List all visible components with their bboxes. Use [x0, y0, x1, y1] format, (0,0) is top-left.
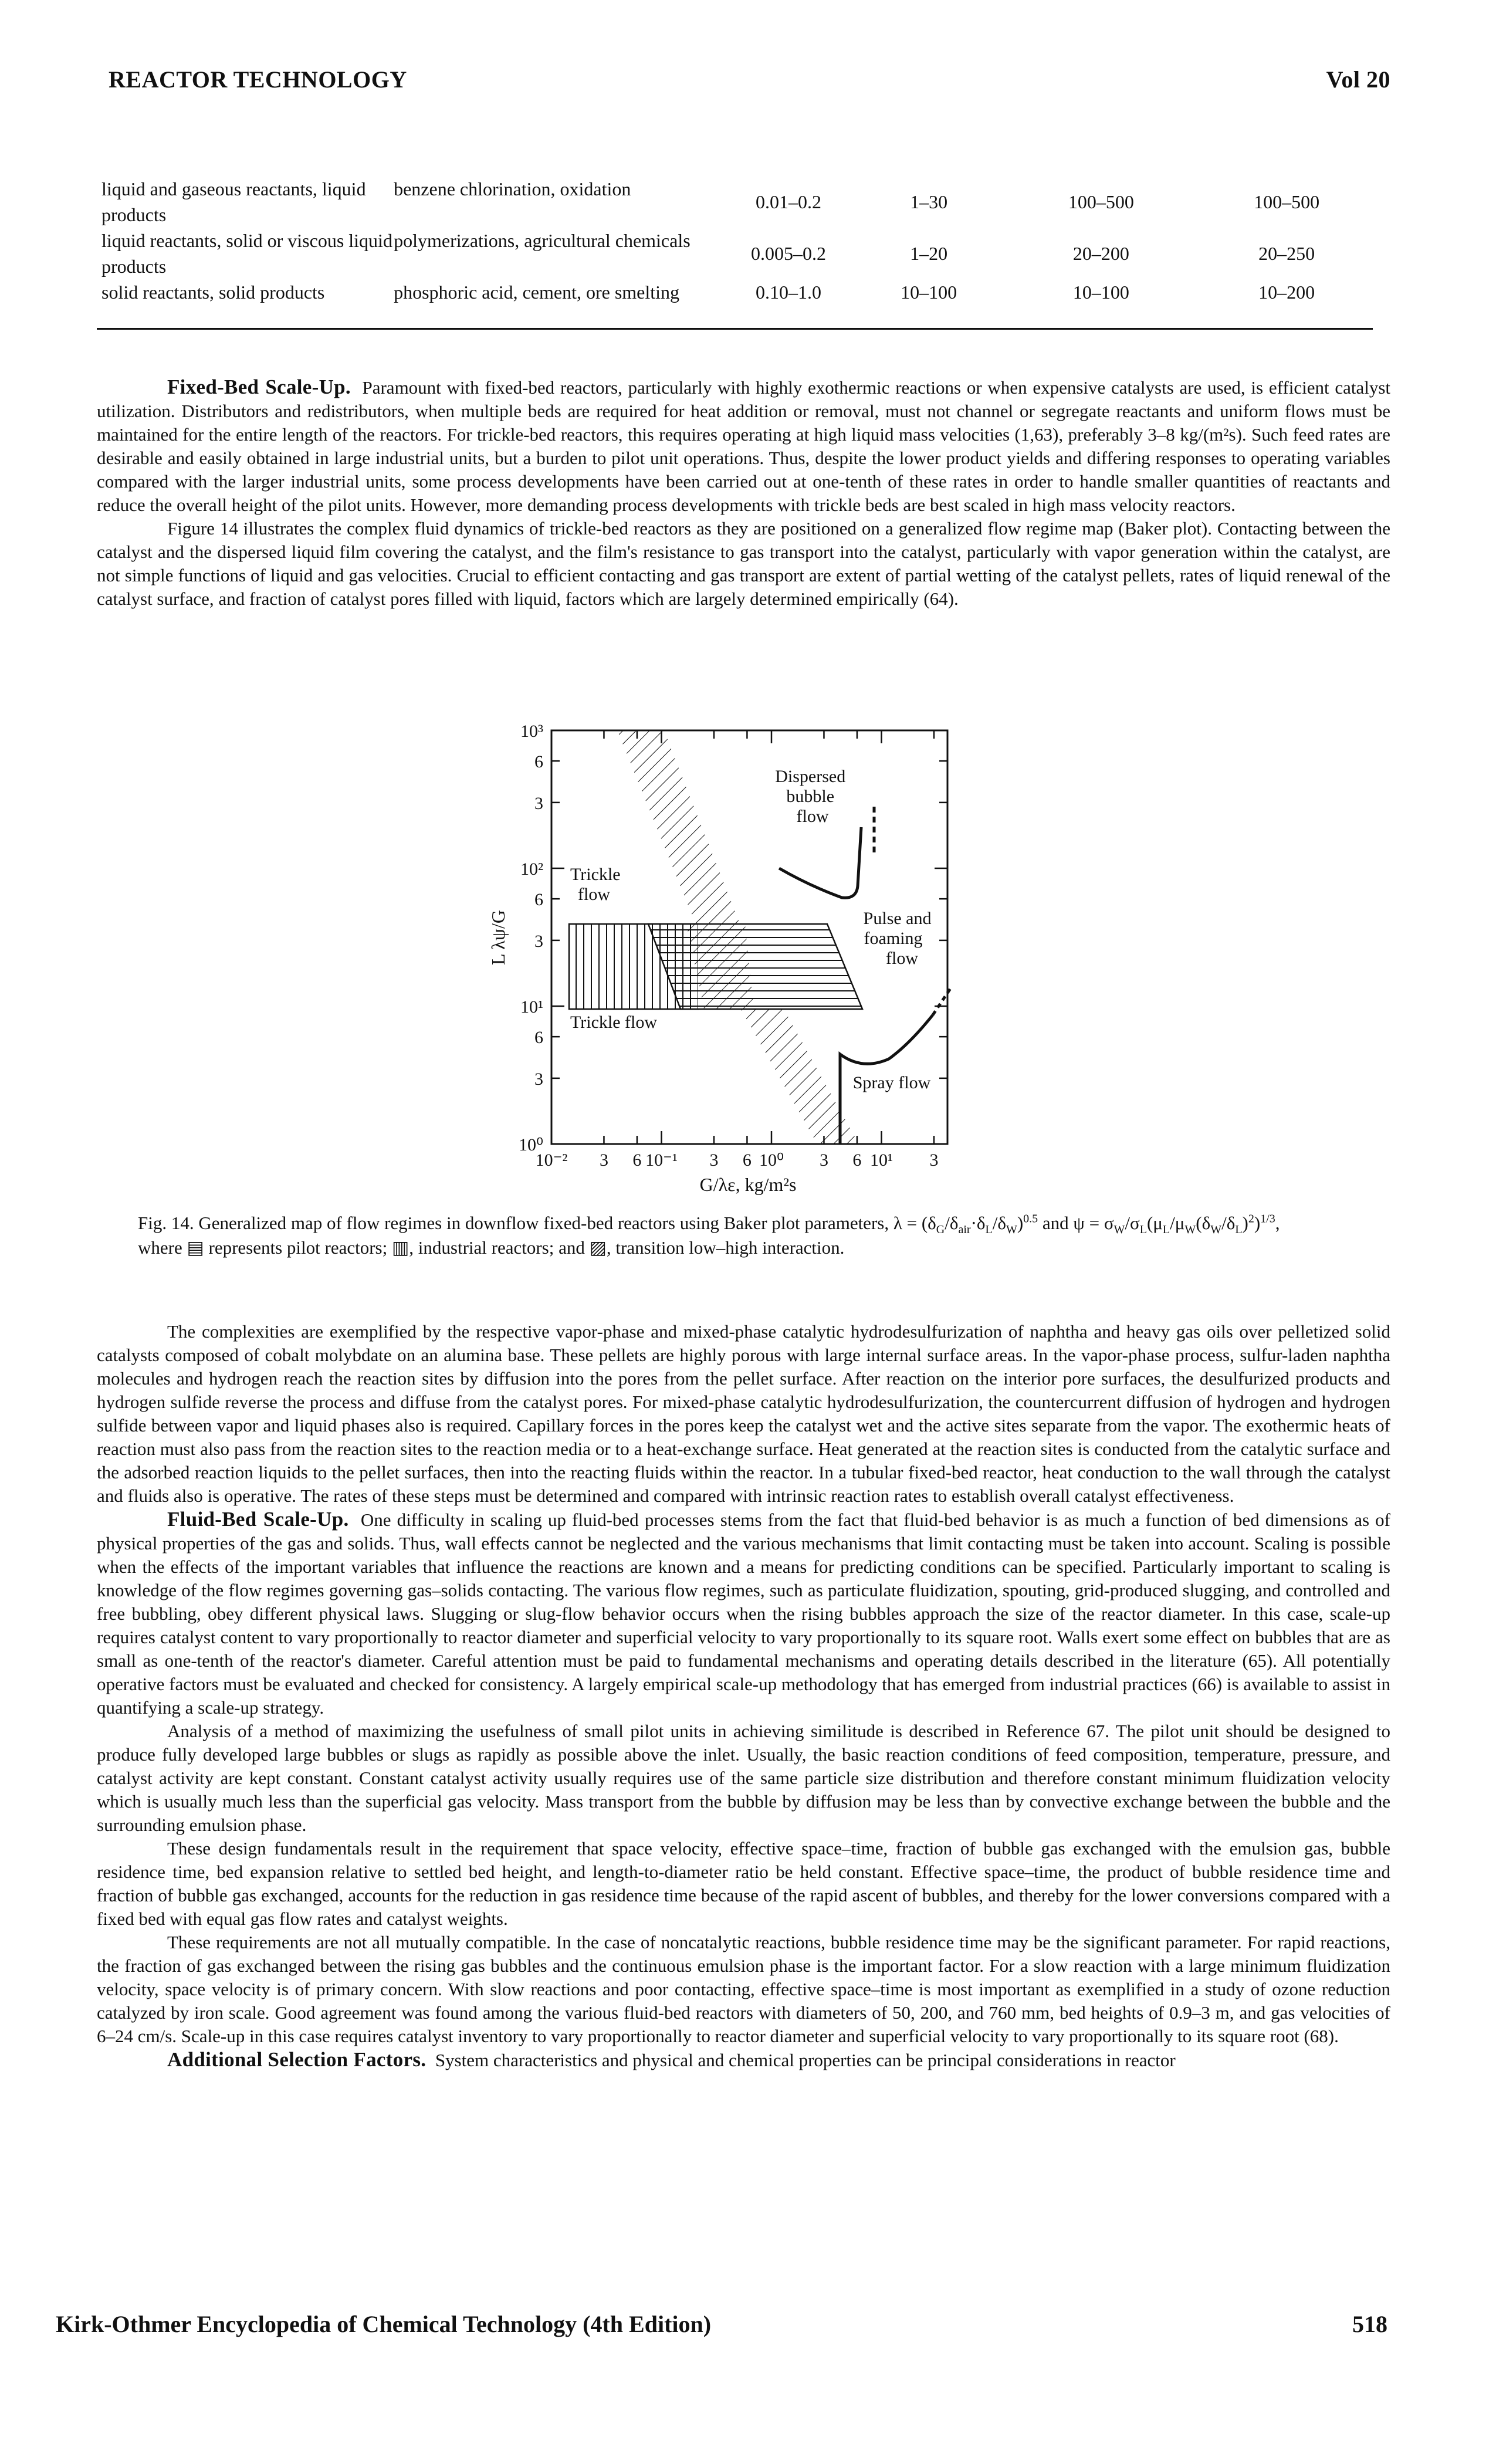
table-cell: 100–500: [1068, 191, 1134, 212]
table-cell: 10–100: [901, 282, 957, 303]
plot-frame: [550, 729, 949, 1145]
running-header-title: REACTOR TECHNOLOGY: [109, 66, 407, 93]
table-row: liquid reactants, solid or viscous liqui…: [97, 228, 1373, 279]
y-tick-label: 3: [534, 794, 543, 813]
caption-text: Fig. 14. Generalized map of flow regimes…: [138, 1213, 936, 1233]
dispersed-bubble-boundary: [778, 827, 863, 899]
paragraph: Fixed-Bed Scale-Up. Paramount with fixed…: [97, 375, 1390, 517]
x-tick-label: 3: [600, 1150, 608, 1170]
caption-text: , where ▤ represents pilot reactors; ▥, …: [138, 1213, 1280, 1258]
table-row: liquid and gaseous reactants, liquid pro…: [97, 176, 1373, 228]
x-tick-label: 3: [929, 1150, 938, 1170]
table-cell: 1–30: [910, 191, 948, 212]
paragraph-text: Paramount with fixed-bed reactors, parti…: [97, 377, 1390, 515]
y-axis-label: L λψ/G: [488, 910, 509, 965]
table-cell: phosphoric acid, cement, ore smelting: [394, 282, 680, 303]
x-tick-label: 6: [852, 1150, 861, 1170]
y-tick-label: 10²: [520, 859, 543, 879]
spray-flow-boundary-dashed: [931, 987, 952, 1016]
y-tick-label: 10³: [520, 722, 543, 741]
y-tick-label: 3: [534, 932, 543, 951]
table-cell: 10–100: [1072, 282, 1129, 303]
flow-regime-map: Dispersed bubble flow Trickle flow Pulse…: [488, 722, 952, 1195]
x-tick-label: 6: [632, 1150, 641, 1170]
y-tick-label: 10⁰: [519, 1135, 543, 1155]
running-header-volume: Vol 20: [1326, 66, 1390, 93]
table-cell: 0.10–1.0: [755, 282, 821, 303]
table-cell: polymerizations, agricultural chemicals: [394, 230, 691, 251]
x-tick-label: 10⁰: [759, 1150, 784, 1170]
table-cell: 100–500: [1254, 191, 1320, 212]
table-cell: 0.005–0.2: [750, 243, 826, 264]
y-tick-label: 6: [534, 752, 543, 771]
section-heading-fixed-bed: Fixed-Bed Scale-Up.: [167, 375, 351, 398]
y-tick-label: 6: [534, 1028, 543, 1047]
table-cell: benzene chlorination, oxidation: [394, 178, 631, 199]
paragraph: These design fundamentals result in the …: [97, 1838, 1390, 1929]
x-tick-label: 6: [743, 1150, 752, 1170]
spray-flow-boundary: [838, 1014, 934, 1144]
footer-publication: Kirk-Othmer Encyclopedia of Chemical Tec…: [56, 2311, 712, 2337]
y-tick-labels: 10³ 6 3 10² 6 3 10¹ 6 3 10⁰: [519, 722, 543, 1155]
table-cell: 1–20: [910, 243, 948, 264]
paragraph: Analysis of a method of maximizing the u…: [97, 1721, 1390, 1835]
section-heading-additional: Additional Selection Factors.: [167, 2048, 427, 2071]
table-row: solid reactants, solid products phosphor…: [97, 279, 1373, 305]
region-label-trickle-flow-upper: Trickle flow: [570, 865, 625, 904]
x-tick-label: 10⁻¹: [645, 1150, 678, 1170]
table-cell: liquid reactants, solid or viscous liqui…: [101, 230, 392, 277]
x-axis-label: G/λε, kg/m²s: [700, 1174, 797, 1195]
y-tick-label: 3: [534, 1069, 543, 1089]
region-label-pulse-foaming: Pulse and foaming flow: [864, 909, 936, 968]
paragraph: These requirements are not all mutually …: [97, 1932, 1390, 2046]
paragraph: Fluid-Bed Scale-Up. One difficulty in sc…: [97, 1508, 1390, 1720]
x-tick-label: 10¹: [870, 1150, 893, 1170]
continuation-table: liquid and gaseous reactants, liquid pro…: [97, 176, 1373, 305]
x-tick-marks: [550, 730, 935, 1144]
x-tick-label: 3: [709, 1150, 718, 1170]
fixed-bed-section: Fixed-Bed Scale-Up. Paramount with fixed…: [97, 375, 1390, 611]
region-label-trickle-flow-lower: Trickle flow: [570, 1013, 657, 1032]
table-cell: 10–200: [1258, 282, 1315, 303]
x-tick-label: 10⁻²: [536, 1150, 568, 1170]
table-cell: solid reactants, solid products: [101, 282, 325, 303]
body-continued: The complexities are exemplified by the …: [97, 1320, 1390, 2072]
table-bottom-rule: [97, 328, 1373, 330]
x-tick-label: 3: [820, 1150, 828, 1170]
paragraph-text: System characteristics and physical and …: [435, 2050, 1176, 2070]
paragraph: Additional Selection Factors. System cha…: [97, 2048, 1390, 2072]
table-cell: liquid and gaseous reactants, liquid pro…: [101, 178, 366, 225]
table-cell: 20–250: [1258, 243, 1315, 264]
y-tick-label: 6: [534, 890, 543, 909]
table-cell: 0.01–0.2: [755, 191, 821, 212]
section-heading-fluid-bed: Fluid-Bed Scale-Up.: [167, 1508, 349, 1531]
paragraph: The complexities are exemplified by the …: [97, 1321, 1390, 1506]
figure-caption: Fig. 14. Generalized map of flow regimes…: [138, 1212, 1280, 1258]
paragraph: Figure 14 illustrates the complex fluid …: [97, 518, 1390, 609]
region-label-dispersed-bubble: Dispersed bubble flow: [775, 767, 849, 826]
paragraph-text: One difficulty in scaling up fluid-bed p…: [97, 1509, 1391, 1718]
footer-page-number: 518: [1352, 2311, 1387, 2337]
region-label-spray-flow: Spray flow: [853, 1073, 931, 1092]
y-tick-marks: [551, 729, 947, 1145]
table-cell: 20–200: [1072, 243, 1129, 264]
y-tick-label: 10¹: [520, 997, 543, 1017]
